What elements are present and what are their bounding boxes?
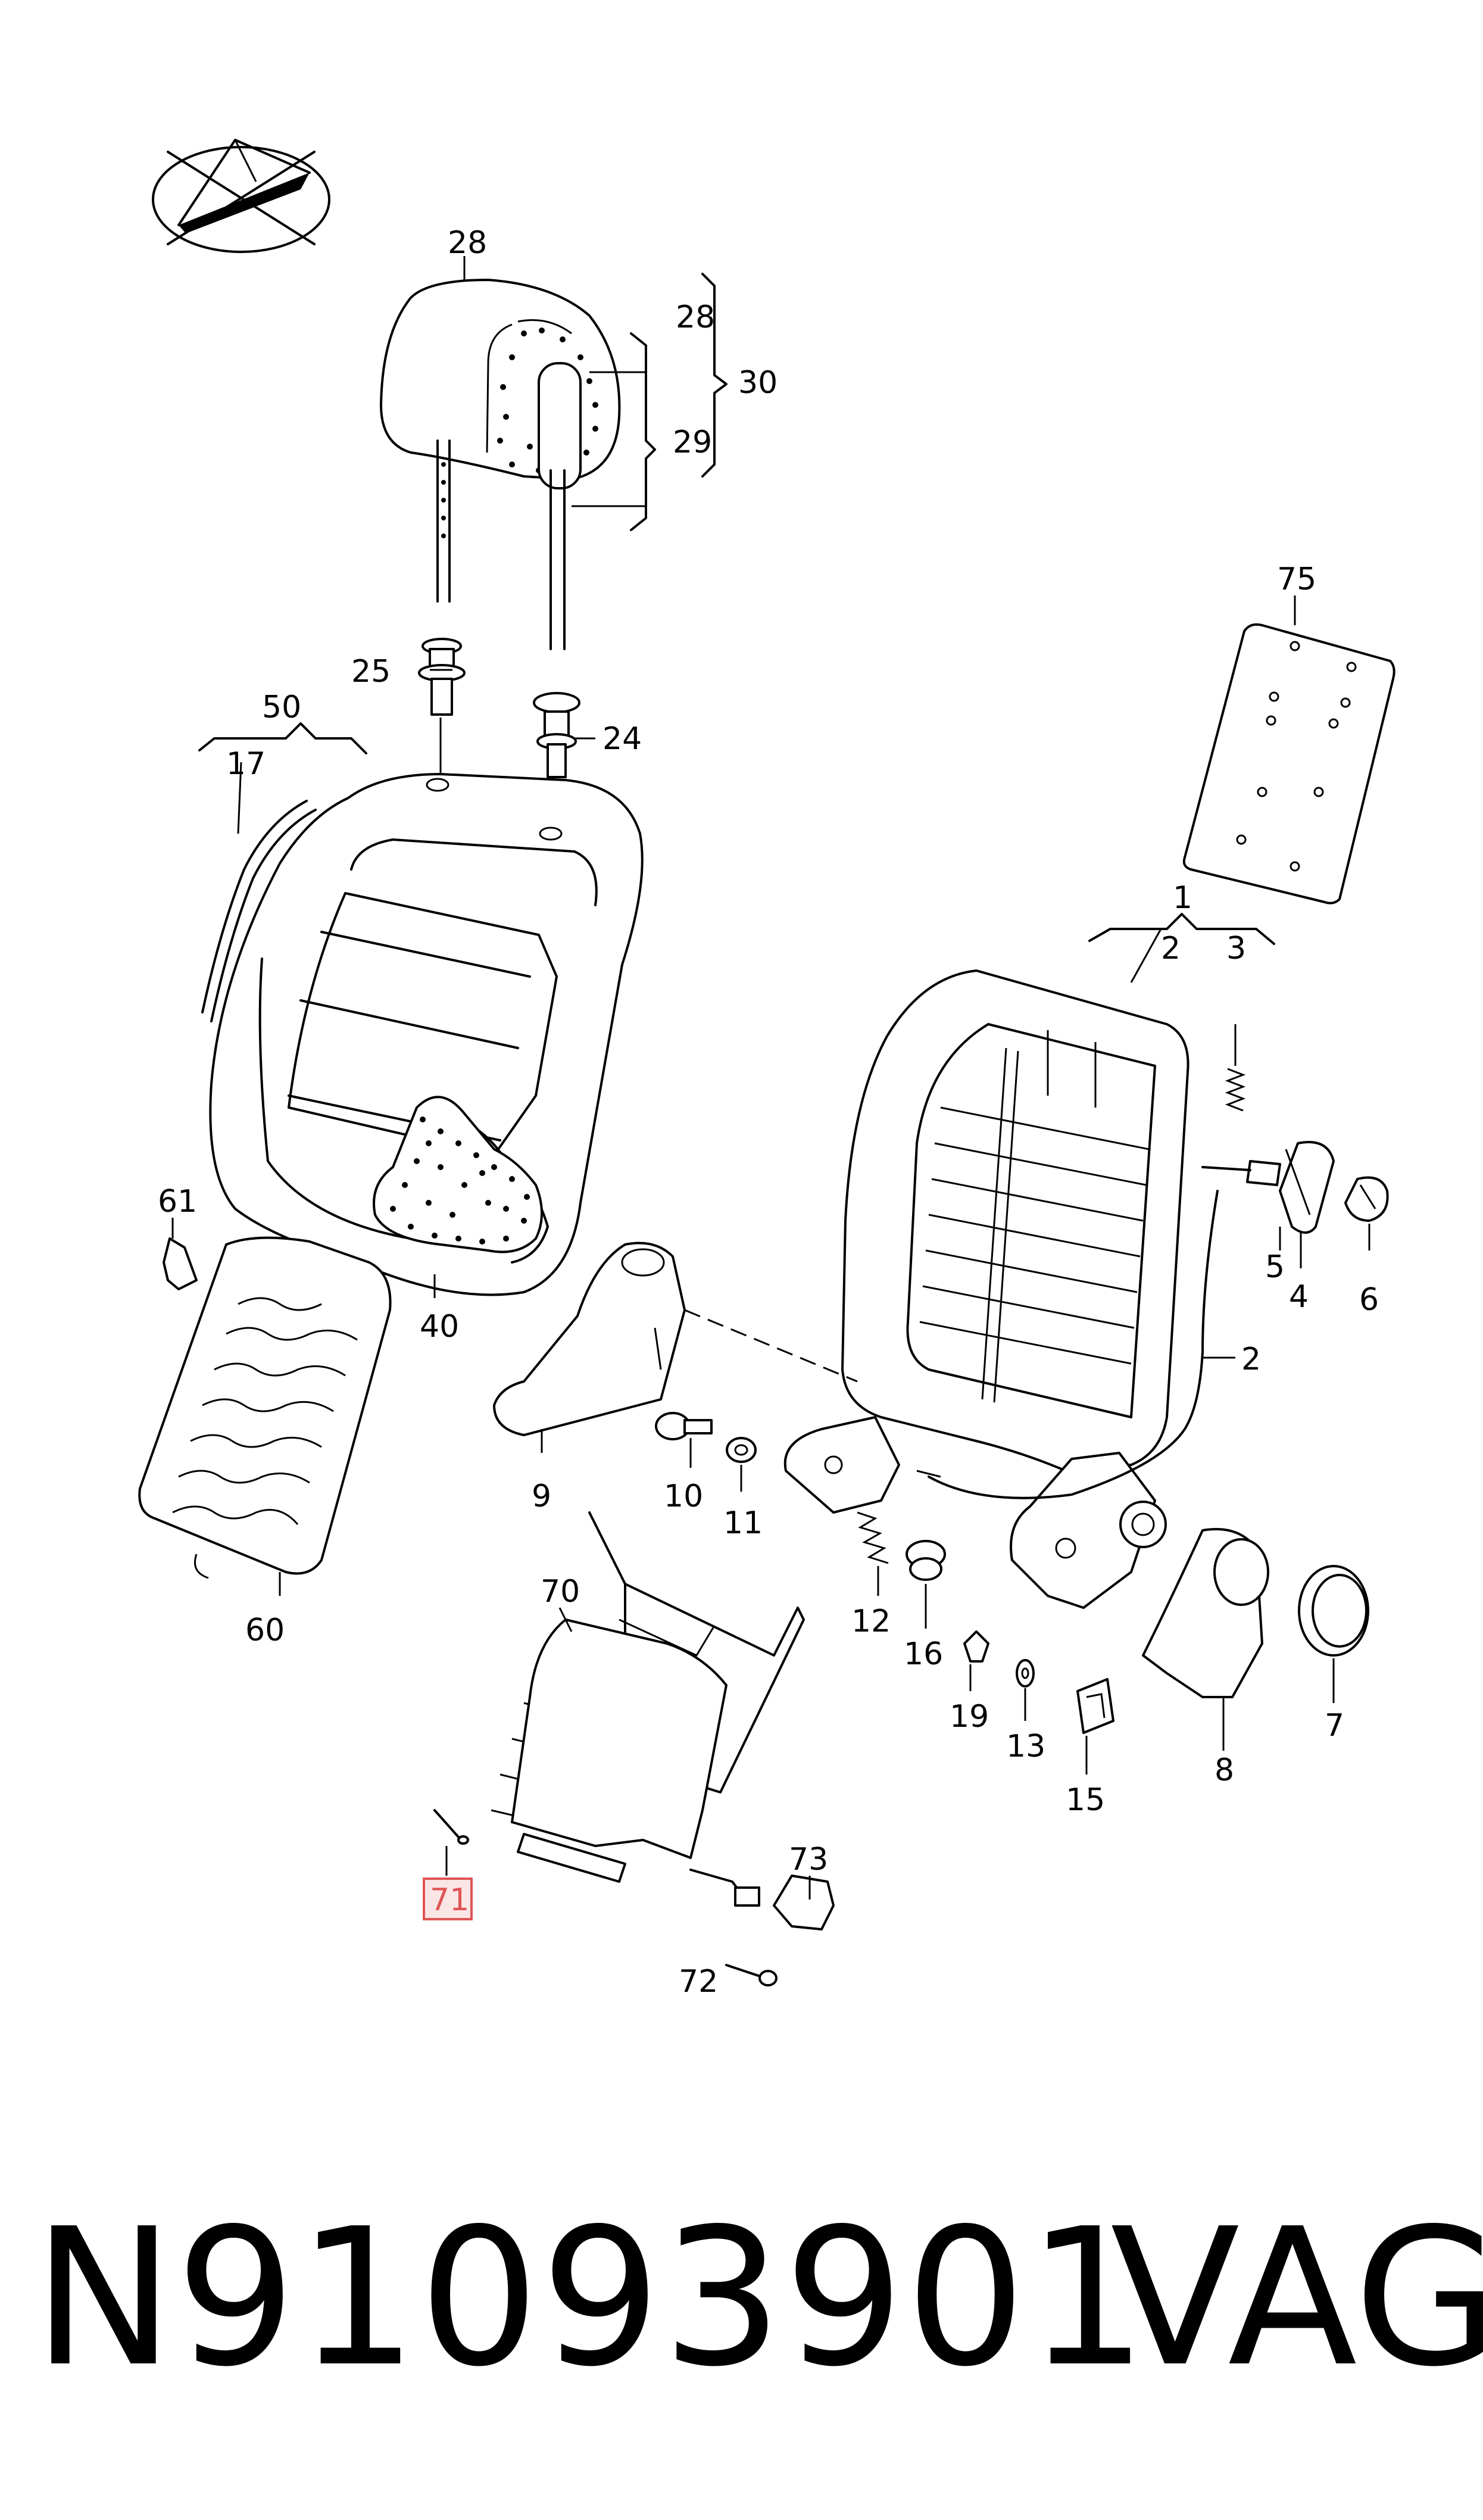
headrest <box>380 279 621 650</box>
cover-8 <box>1142 1528 1269 1698</box>
label-6: 6 <box>1359 1282 1379 1318</box>
rivet-71 <box>433 1809 469 1876</box>
backrest-panel <box>1182 623 1395 905</box>
label-25: 25 <box>351 654 391 690</box>
cable <box>916 1190 1219 1499</box>
headrest-guide-25 <box>418 638 466 796</box>
handwheel-7 <box>1298 1565 1369 1657</box>
label-50: 50 <box>262 690 301 725</box>
label-30: 30 <box>738 365 778 401</box>
backrest-frame <box>783 969 1189 1609</box>
clip-19 <box>963 1630 989 1663</box>
label-2-top: 2 <box>1161 931 1181 966</box>
label-60: 60 <box>245 1613 285 1648</box>
clip-61 <box>163 1237 198 1290</box>
release-lever <box>1201 1141 1389 1234</box>
group-bracket-1 <box>1088 913 1275 945</box>
leader-lines <box>171 256 1370 1900</box>
label-10: 10 <box>664 1479 703 1514</box>
label-8: 8 <box>1215 1752 1234 1788</box>
label-17: 17 <box>226 746 266 782</box>
label-9: 9 <box>532 1479 551 1514</box>
nut-11 <box>726 1437 757 1463</box>
foam-pad <box>138 1236 392 1579</box>
label-40: 40 <box>420 1309 459 1345</box>
washer-13 <box>1016 1659 1035 1688</box>
label-72: 72 <box>679 1964 718 2000</box>
label-28: 28 <box>448 225 487 261</box>
label-7: 7 <box>1325 1708 1344 1744</box>
brand-name: VAG <box>1110 2188 1483 2408</box>
label-12: 12 <box>851 1604 891 1639</box>
label-29: 29 <box>673 425 712 460</box>
group-bracket-29 <box>572 332 656 531</box>
label-75: 75 <box>1277 562 1316 597</box>
backrest-cover <box>209 773 644 1296</box>
group-bracket-50 <box>198 722 367 754</box>
bolt-10 <box>655 1412 713 1440</box>
label-16: 16 <box>904 1636 943 1672</box>
label-28-group: 28 <box>676 300 715 335</box>
label-24: 24 <box>602 721 642 757</box>
spring-3 <box>1225 1024 1246 1112</box>
bush-16 <box>906 1540 946 1581</box>
label-4: 4 <box>1289 1279 1309 1315</box>
lumbar-support <box>491 1511 805 1883</box>
part-number: N91093901 <box>33 2188 1149 2408</box>
label-15: 15 <box>1066 1782 1105 1818</box>
side-trim-9 <box>493 1242 858 1436</box>
trim-strip <box>201 800 317 1022</box>
label-19: 19 <box>950 1699 989 1735</box>
callout-labels: 28 28 30 29 25 24 75 50 17 1 2 3 61 40 5… <box>158 225 1379 2000</box>
highlight-box-71 <box>423 1877 473 1920</box>
label-1: 1 <box>1173 880 1192 916</box>
clip-15 <box>1076 1678 1114 1734</box>
orientation-icon <box>152 139 330 253</box>
label-2-cable: 2 <box>1241 1342 1261 1377</box>
label-5: 5 <box>1265 1249 1285 1285</box>
adjuster-knob-73 <box>689 1869 835 1930</box>
label-73: 73 <box>789 1842 828 1877</box>
screw-72 <box>725 1964 778 1986</box>
label-71: 71 <box>430 1882 469 1918</box>
label-11: 11 <box>723 1505 763 1541</box>
label-3: 3 <box>1226 931 1246 966</box>
spring-12 <box>857 1511 889 1564</box>
label-61: 61 <box>158 1184 197 1220</box>
label-13: 13 <box>1006 1729 1045 1764</box>
label-70: 70 <box>541 1574 580 1610</box>
group-bracket-30 <box>701 273 728 478</box>
cover-foam-pattern <box>390 1116 530 1245</box>
